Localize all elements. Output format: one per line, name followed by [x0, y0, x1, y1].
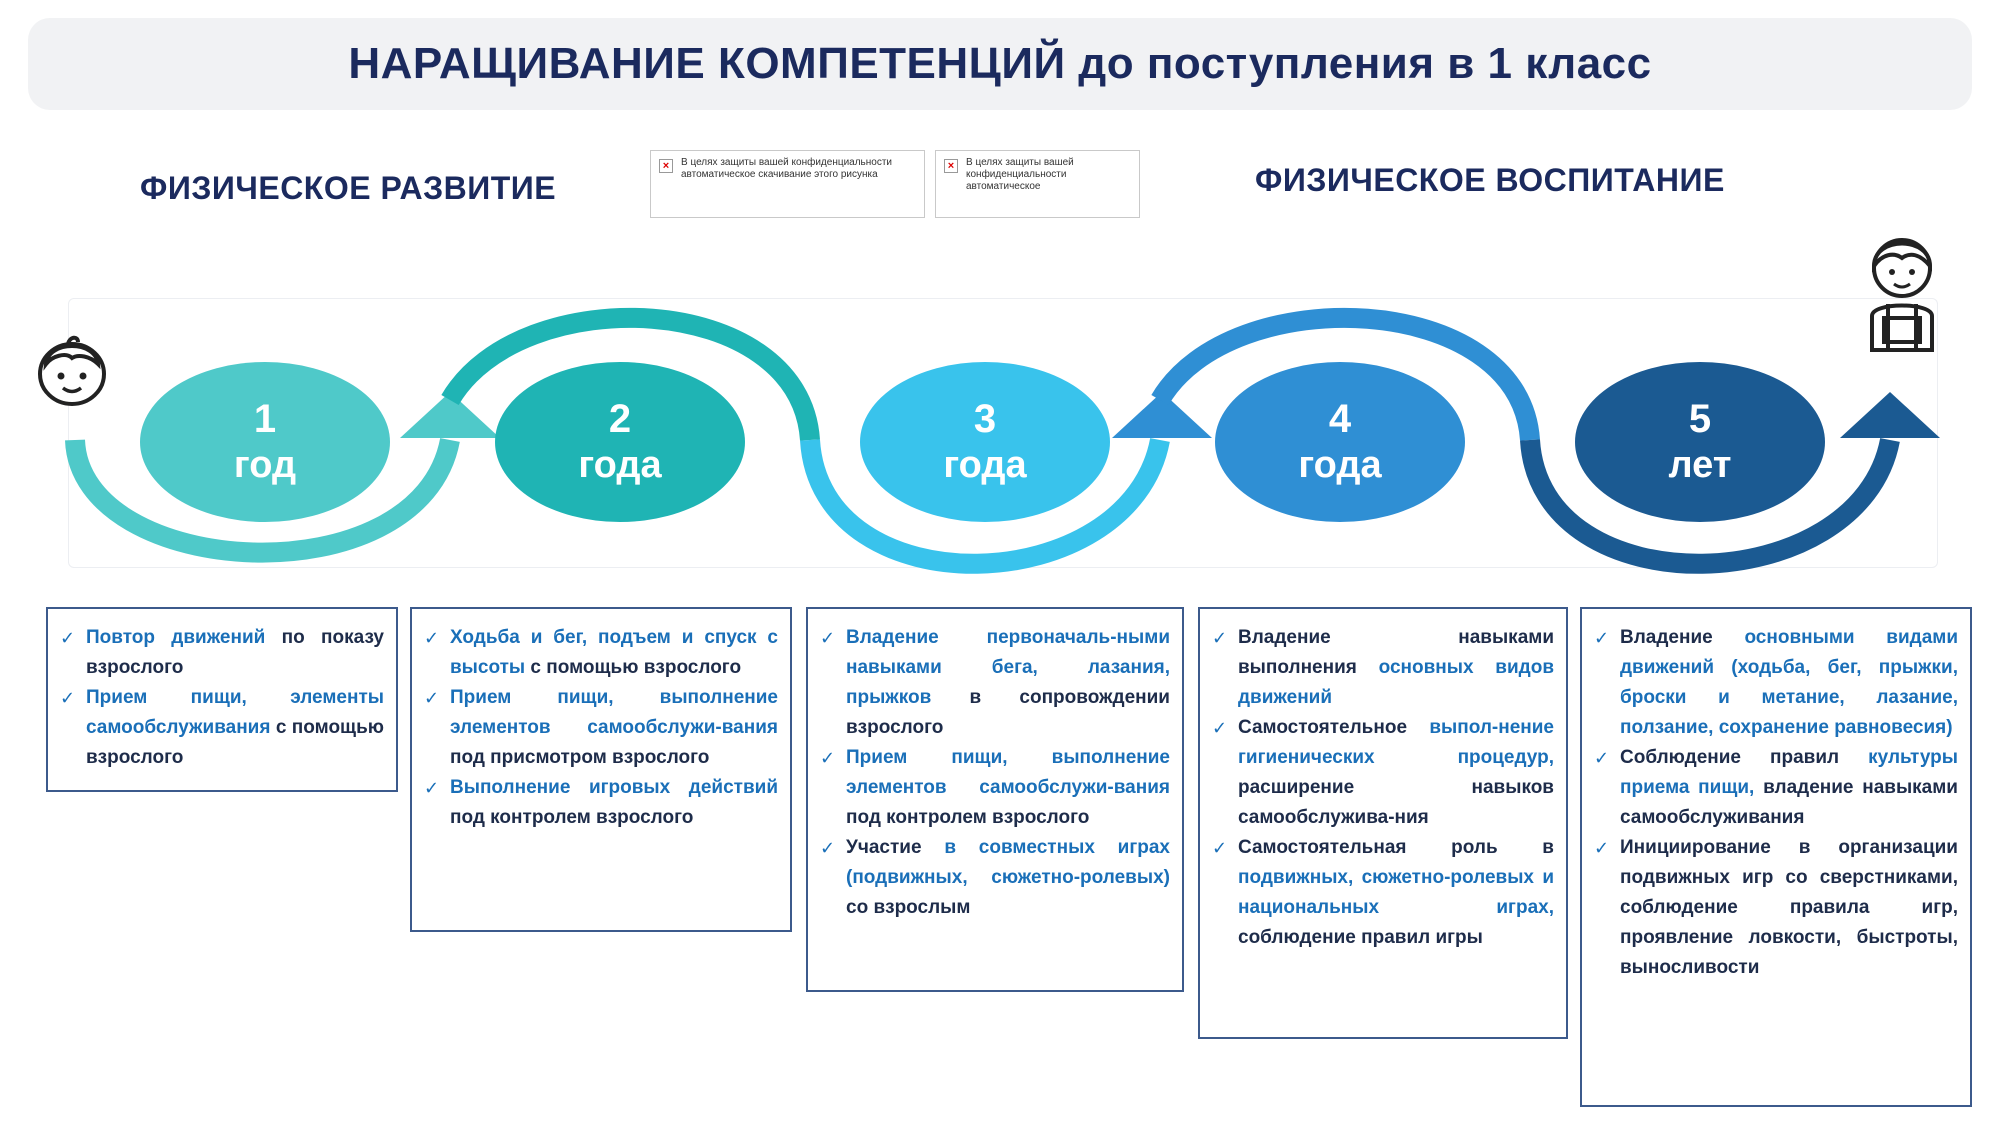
highlight-text: Владение первоначаль-ными навыками бега,… — [846, 627, 1170, 708]
stage-unit: года — [578, 444, 662, 486]
list-item: Инициирование в организации подвижных иг… — [1594, 833, 1958, 983]
item-text: Владение навыками выполнения — [1238, 627, 1554, 678]
item-text: соблюдение правил игры — [1238, 927, 1483, 948]
item-text: владение навыками самообслуживания — [1620, 777, 1958, 828]
highlight-text: подвижных, сюжетно-ролевых и национальны… — [1238, 867, 1554, 918]
highlight-text: Повтор движений — [86, 627, 266, 648]
list-item: Владение основными видами движений (ходь… — [1594, 623, 1958, 743]
stage-2-description: Ходьба и бег, подъем и спуск с высоты с … — [410, 607, 792, 932]
image-placeholder-2: × В целях защиты вашей конфиденциальност… — [935, 150, 1140, 218]
highlight-text: основных видов движений — [1238, 657, 1554, 708]
list-item: Повтор движений по показу взрослого — [60, 623, 384, 683]
stage-3-circle: 3 года — [860, 362, 1110, 522]
item-text: Участие — [846, 837, 945, 858]
highlight-text: в совместных играх (подвижных, сюжетно-р… — [846, 837, 1170, 888]
stage-number: 1 — [253, 397, 277, 441]
stage-unit: лет — [1668, 444, 1732, 486]
highlight-text: Прием пищи, элементы самообслуживания — [86, 687, 384, 738]
list-item: Самостоятельное выпол-нение гигиенически… — [1212, 713, 1554, 833]
stage-number: 3 — [973, 397, 997, 441]
item-text: Самостоятельная роль в — [1238, 837, 1554, 858]
item-text: Владение — [1620, 627, 1745, 648]
stage-unit: года — [943, 444, 1027, 486]
list-item: Соблюдение правил культуры приема пищи, … — [1594, 743, 1958, 833]
stage-4-description: Владение навыками выполнения основных ви… — [1198, 607, 1568, 1039]
list-item: Владение первоначаль-ными навыками бега,… — [820, 623, 1170, 743]
stage-3-description: Владение первоначаль-ными навыками бега,… — [806, 607, 1184, 992]
item-text: под контролем взрослого — [846, 807, 1090, 828]
placeholder-text: В целях защиты вашей конфиденциальности … — [681, 157, 893, 180]
stage-4-circle: 4 года — [1215, 362, 1465, 522]
baby-face-icon — [38, 335, 106, 406]
stage-unit: год — [233, 444, 297, 486]
list-item: Участие в совместных играх (подвижных, с… — [820, 833, 1170, 923]
stage-5-circle: 5 лет — [1575, 362, 1825, 522]
right-heading: ФИЗИЧЕСКОЕ ВОСПИТАНИЕ — [1255, 162, 1725, 198]
item-text: с помощью взрослого — [525, 657, 742, 678]
item-text: с помощью взрослого — [86, 717, 384, 768]
stage-number: 5 — [1688, 397, 1712, 441]
arrow-segment-1 — [65, 437, 460, 563]
list-item: Выполнение игровых действий под контроле… — [424, 773, 778, 833]
list-item: Самостоятельная роль в подвижных, сюжетн… — [1212, 833, 1554, 953]
stage-unit: года — [1298, 444, 1382, 486]
stage-number: 4 — [1328, 397, 1352, 441]
title-bar: НАРАЩИВАНИЕ КОМПЕТЕНЦИЙ до поступления в… — [28, 18, 1972, 110]
item-text: под присмотром взрослого — [450, 747, 710, 768]
item-text: под контролем взрослого — [450, 807, 694, 828]
item-text: по показу взрослого — [86, 627, 384, 678]
item-text: со взрослым — [846, 897, 971, 918]
list-item: Ходьба и бег, подъем и спуск с высоты с … — [424, 623, 778, 683]
item-text: в сопровождении взрослого — [846, 687, 1170, 738]
list-item: Владение навыками выполнения основных ви… — [1212, 623, 1554, 713]
highlight-text: Прием пищи, выполнение элементов самообс… — [846, 747, 1170, 798]
image-placeholder-1: × В целях защиты вашей конфиденциальност… — [650, 150, 925, 218]
highlight-text: основными видами движений (ходьба, бег, … — [1620, 627, 1958, 738]
highlight-text: выпол-нение гигиенических процедур, — [1238, 717, 1554, 768]
stage-1-circle: 1 год — [140, 362, 390, 522]
arrow-head-1 — [400, 392, 500, 438]
list-item: Прием пищи, выполнение элементов самообс… — [424, 683, 778, 773]
broken-image-icon: × — [944, 159, 958, 173]
arrow-head-5 — [1840, 392, 1940, 438]
item-text: Соблюдение правил — [1620, 747, 1869, 768]
page-title: НАРАЩИВАНИЕ КОМПЕТЕНЦИЙ до поступления в… — [348, 39, 1652, 88]
item-text: Самостоятельное — [1238, 717, 1430, 738]
arrow-segment-2 — [441, 307, 820, 442]
stage-2-circle: 2 года — [495, 362, 745, 522]
highlight-text: Выполнение игровых действий — [450, 777, 778, 798]
arrow-segment-4 — [1151, 307, 1540, 442]
highlight-text: культуры приема пищи, — [1620, 747, 1958, 798]
stage-number: 2 — [608, 397, 632, 441]
arrow-segment-5 — [1520, 437, 1900, 574]
list-item: Прием пищи, выполнение элементов самообс… — [820, 743, 1170, 833]
highlight-text: Ходьба и бег, подъем и спуск с высоты — [450, 627, 778, 678]
item-text: расширение навыков самообслужива-ния — [1238, 777, 1554, 828]
item-text: Инициирование в организации подвижных иг… — [1620, 837, 1958, 978]
stage-5-description: Владение основными видами движений (ходь… — [1580, 607, 1972, 1107]
left-heading: ФИЗИЧЕСКОЕ РАЗВИТИЕ — [140, 170, 557, 206]
arrow-segment-3 — [800, 437, 1170, 574]
broken-image-icon: × — [659, 159, 673, 173]
schoolchild-icon — [1870, 238, 1934, 352]
placeholder-text: В целях защиты вашей конфиденциальности … — [966, 157, 1074, 192]
highlight-text: Прием пищи, выполнение элементов самообс… — [450, 687, 778, 738]
list-item: Прием пищи, элементы самообслуживания с … — [60, 683, 384, 773]
arrow-head-3 — [1112, 392, 1212, 438]
stage-1-description: Повтор движений по показу взрослого Прие… — [46, 607, 398, 792]
